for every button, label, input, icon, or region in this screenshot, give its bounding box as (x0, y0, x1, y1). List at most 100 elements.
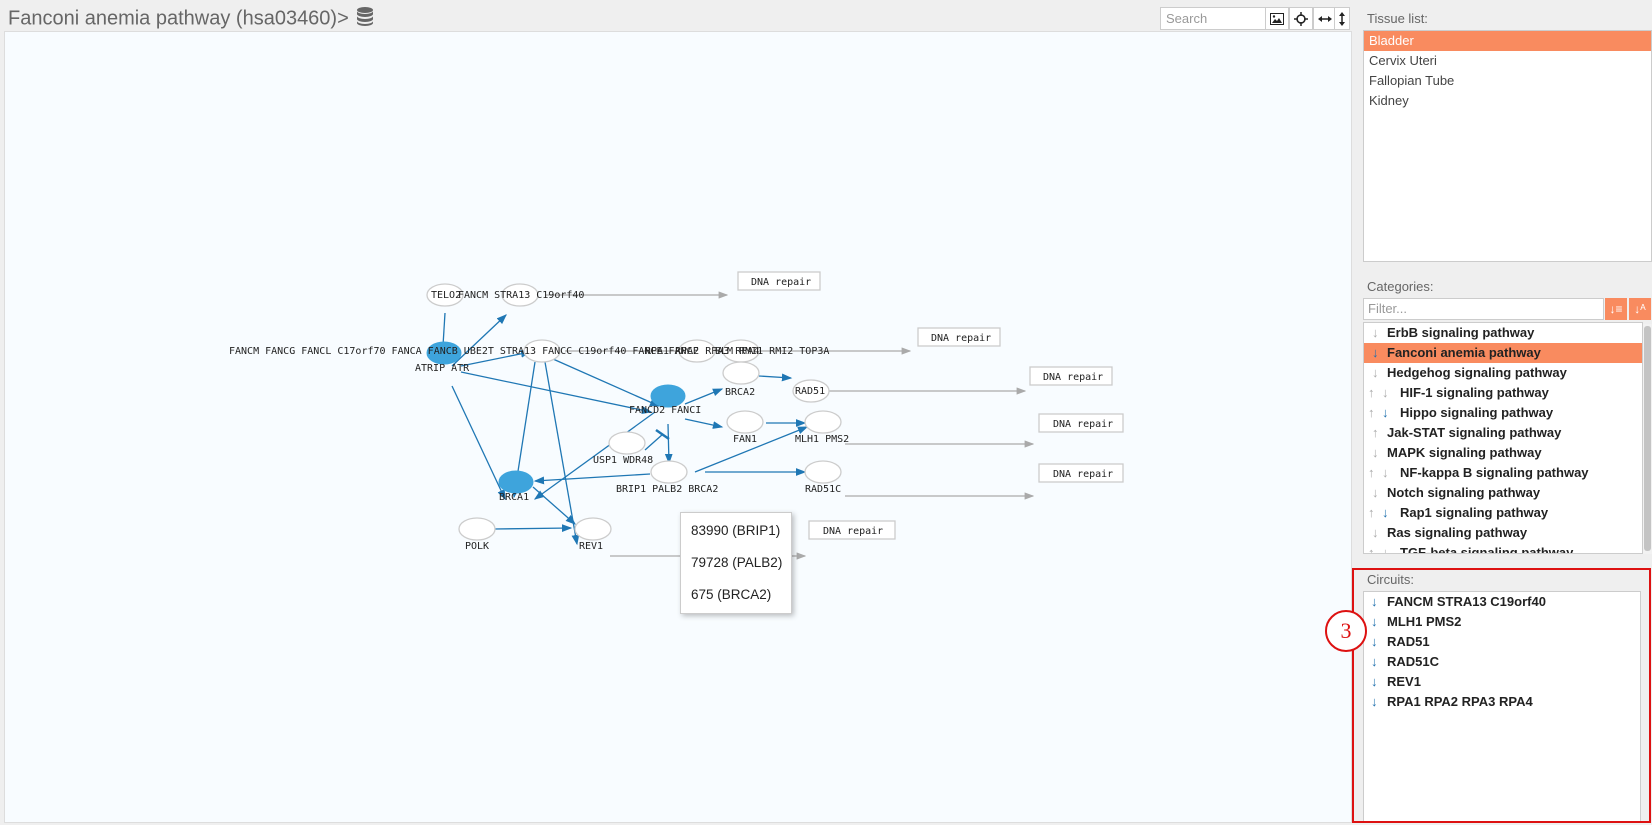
node-label: BRCA1 (499, 492, 529, 503)
tissue-list-label: Tissue list: (1367, 11, 1428, 26)
down-arrow-icon: ↓ (1372, 445, 1379, 460)
circuits-label: Circuits: (1367, 572, 1414, 587)
circuit-item[interactable]: ↓ REV1 (1364, 672, 1640, 692)
output-box (808, 520, 896, 540)
down-arrow-icon: ↓ (1382, 405, 1389, 420)
pathway-graph[interactable]: TELO2 FANCM STRA13 C19orf40 FANCM FANCG … (4, 31, 1352, 823)
category-item[interactable]: ↑↓Rap1 signaling pathway (1364, 503, 1642, 523)
down-arrow-icon: ↓ (1371, 654, 1378, 669)
category-name: ErbB signaling pathway (1387, 325, 1535, 340)
tissue-item-fallopian-tube[interactable]: Fallopian Tube (1369, 73, 1455, 88)
circuit-item[interactable]: ↓ FANCM STRA13 C19orf40 (1364, 592, 1640, 612)
category-item[interactable]: ↓Notch signaling pathway (1364, 483, 1642, 503)
node-fan1[interactable] (726, 410, 764, 434)
circuit-item[interactable]: ↓ RAD51C (1364, 652, 1640, 672)
node-brca1-active[interactable] (498, 470, 534, 494)
category-item[interactable]: ↓ MAPK signaling pathway (1364, 443, 1642, 463)
down-arrow-icon: ↓ (1382, 545, 1389, 554)
category-name: Fanconi anemia pathway (1387, 345, 1541, 360)
sort-asc-icon[interactable]: ↓≡ (1605, 298, 1627, 320)
category-item[interactable]: ↓Fanconi anemia pathway (1364, 343, 1642, 363)
category-item[interactable]: ↑↓TGF-beta signaling pathway (1364, 543, 1642, 554)
edge (684, 388, 724, 405)
circuit-name: REV1 (1387, 674, 1421, 689)
category-item[interactable]: ↓Ras signaling pathway (1364, 523, 1642, 543)
down-arrow-icon: ↓ (1372, 485, 1379, 500)
node-telo2[interactable] (426, 283, 464, 307)
node-core[interactable] (523, 339, 561, 363)
circuit-name: RPA1 RPA2 RPA3 RPA4 (1387, 694, 1533, 709)
horizontal-expand-icon[interactable] (1313, 7, 1337, 30)
category-scrollbar[interactable] (1643, 324, 1652, 554)
node-rad51c[interactable] (804, 460, 842, 484)
output-label: DNA repair (1053, 469, 1113, 480)
edge (533, 473, 651, 485)
category-name: MAPK signaling pathway (1387, 445, 1542, 460)
category-name: TGF-beta signaling pathway (1400, 545, 1574, 554)
node-rpa[interactable] (678, 339, 716, 363)
node-brip1[interactable] (650, 460, 688, 484)
node-mlh1[interactable] (804, 410, 842, 434)
tissue-item-kidney[interactable]: Kidney (1369, 93, 1409, 108)
category-item[interactable]: ↓ErbB signaling pathway (1364, 323, 1642, 343)
circuit-name: FANCM STRA13 C19orf40 (1387, 594, 1546, 609)
output-box (1038, 463, 1124, 483)
node-polk[interactable] (458, 517, 496, 541)
tissue-item-cervix-uteri[interactable]: Cervix Uteri (1369, 53, 1437, 68)
down-arrow-icon: ↓ (1382, 385, 1389, 400)
up-arrow-icon: ↑ (1368, 465, 1375, 480)
node-rad51[interactable] (792, 379, 830, 403)
category-item[interactable]: ↑↓HIF-1 signaling pathway (1364, 383, 1642, 403)
crosshair-icon[interactable] (1289, 7, 1313, 30)
edge (460, 371, 653, 414)
output-box (1029, 366, 1113, 386)
edge (451, 385, 506, 501)
category-item[interactable]: ↓Hedgehog signaling pathway (1364, 363, 1642, 383)
node-rev1[interactable] (574, 517, 612, 541)
circuit-item[interactable]: ↓RAD51 (1364, 632, 1640, 652)
tissue-list[interactable]: Bladder Cervix Uteri Fallopian Tube Kidn… (1363, 30, 1652, 262)
node-brca2[interactable] (722, 361, 760, 385)
node-label: FANCD2 FANCI (629, 405, 701, 416)
sort-alpha-icon[interactable]: ↓ᴬ (1629, 298, 1651, 320)
node-label: RAD51C (805, 484, 841, 495)
node-fancd2-active[interactable] (650, 384, 686, 408)
image-icon[interactable] (1265, 7, 1289, 30)
circuit-list[interactable]: ↓FANCM STRA13 C19orf40↓MLH1 PMS2↓RAD51↓R… (1363, 591, 1641, 822)
category-name: Hedgehog signaling pathway (1387, 365, 1567, 380)
circuit-item[interactable]: ↓MLH1 PMS2 (1364, 612, 1640, 632)
down-arrow-icon: ↓ (1382, 465, 1389, 480)
node-label: RPA1 RPA2 RPA3 RPA4 (645, 346, 759, 357)
circuit-name: RAD51C (1387, 654, 1440, 669)
scrollbar-thumb[interactable] (1644, 326, 1651, 551)
circuit-name: RAD51 (1387, 634, 1430, 649)
category-item[interactable]: ↑Jak-STAT signaling pathway (1364, 423, 1642, 443)
edge (533, 411, 656, 500)
side-panel: Tissue list: Bladder Cervix Uteri Fallop… (1352, 0, 1652, 825)
category-filter-input[interactable]: Filter... (1363, 298, 1604, 320)
title-arrow: > (337, 7, 349, 30)
output-box (1038, 413, 1124, 433)
edge (758, 373, 793, 382)
down-arrow-icon: ↓ (1371, 674, 1378, 689)
category-item[interactable]: ↑ ↓ NF-kappa B signaling pathway (1364, 463, 1642, 483)
database-icon[interactable] (356, 6, 374, 32)
tissue-item-bladder[interactable]: Bladder (1364, 31, 1651, 51)
node-atrip-active[interactable] (426, 341, 462, 365)
node-fancm-top[interactable] (501, 283, 539, 307)
category-item[interactable]: ↑↓Hippo signaling pathway (1364, 403, 1642, 423)
tooltip-item: 83990 (BRIP1) (691, 523, 781, 538)
down-arrow-icon: ↓ (1371, 594, 1378, 609)
circuit-item[interactable]: ↓RPA1 RPA2 RPA3 RPA4 (1364, 692, 1640, 712)
output-label: DNA repair (1053, 419, 1113, 430)
category-name: NF-kappa B signaling pathway (1400, 465, 1589, 480)
category-name: Jak-STAT signaling pathway (1387, 425, 1562, 440)
node-usp1[interactable] (608, 431, 646, 455)
node-label: POLK (465, 541, 489, 552)
edge (552, 358, 661, 407)
search-input[interactable]: Search (1160, 7, 1272, 30)
category-name: Rap1 signaling pathway (1400, 505, 1549, 520)
category-list[interactable]: ↓ErbB signaling pathway↓Fanconi anemia p… (1363, 322, 1643, 554)
edge (493, 524, 573, 533)
vertical-expand-icon[interactable] (1334, 7, 1350, 30)
